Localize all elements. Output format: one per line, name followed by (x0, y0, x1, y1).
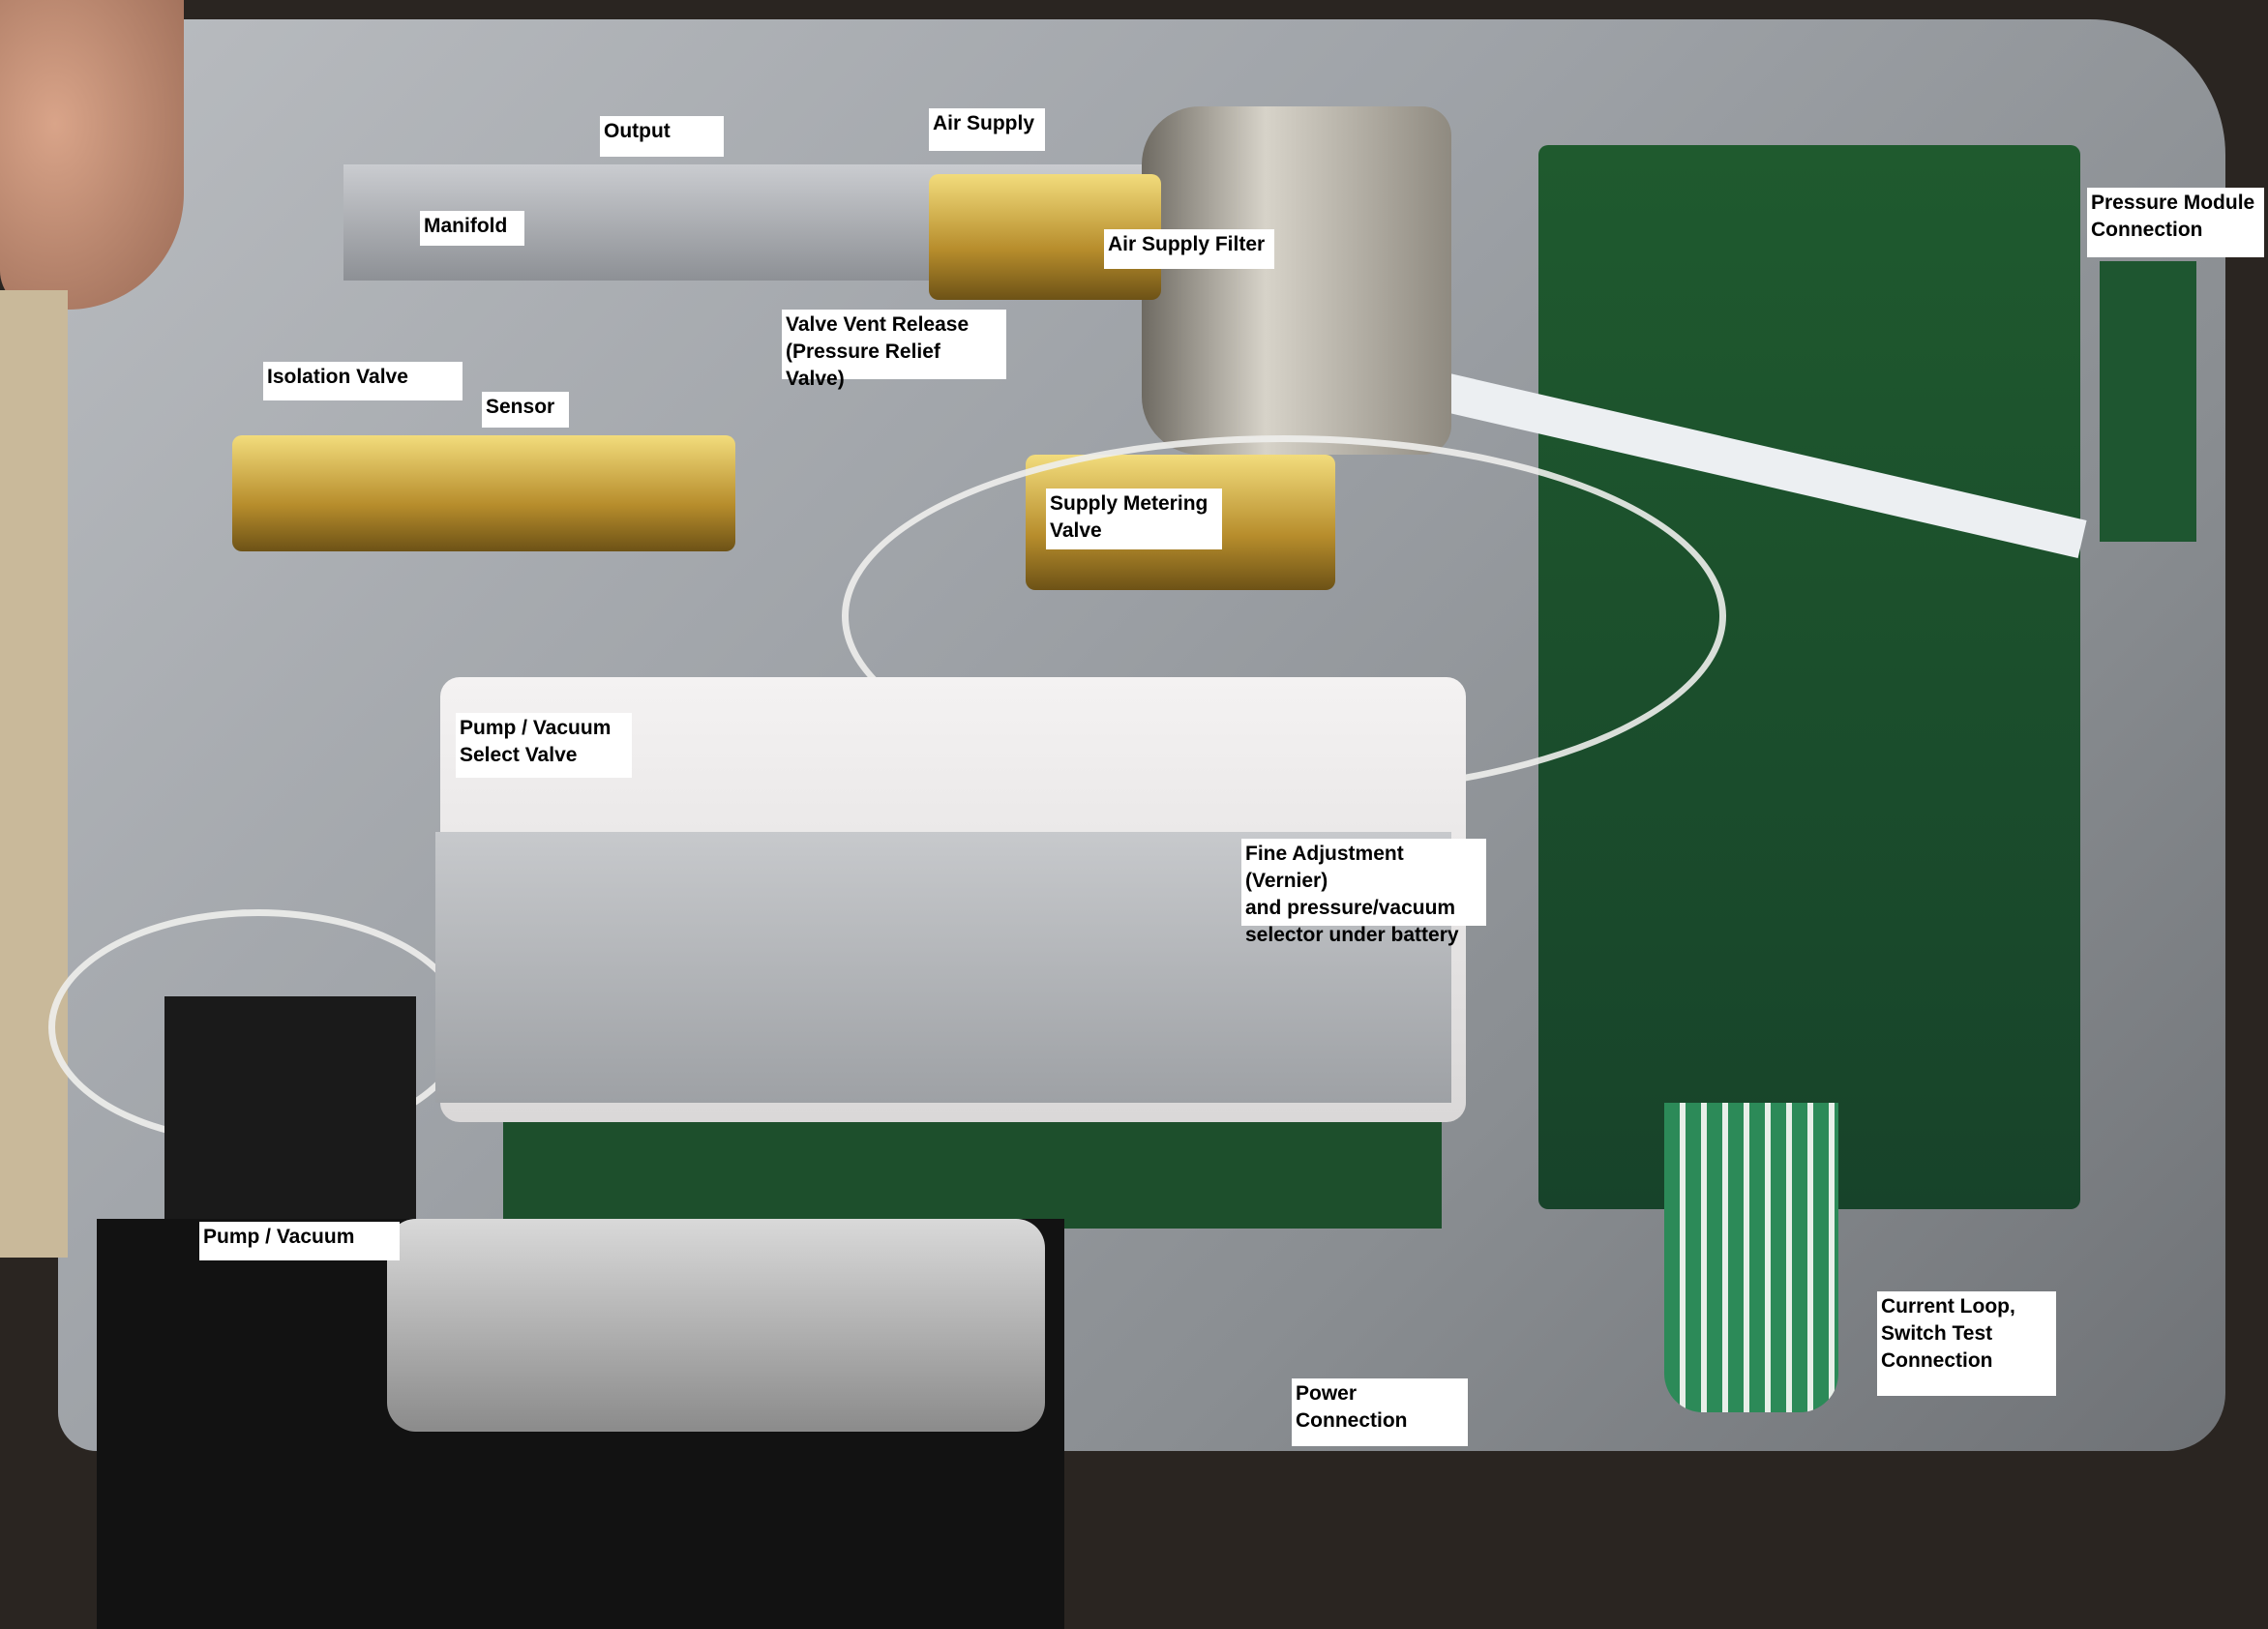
label-air-supply: Air Supply (929, 108, 1045, 151)
label-manifold: Manifold (420, 211, 524, 246)
label-pressure-module-connection: Pressure Module Connection (2087, 188, 2264, 257)
pressure-module-board (2100, 261, 2196, 542)
label-current-loop: Current Loop, Switch Test Connection (1877, 1291, 2056, 1396)
label-pump-vacuum-select-valve: Pump / Vacuum Select Valve (456, 713, 632, 778)
label-air-supply-filter: Air Supply Filter (1104, 229, 1274, 269)
ribbon-connector (1664, 1103, 1838, 1412)
label-pump-vacuum: Pump / Vacuum (199, 1222, 400, 1260)
label-isolation-valve: Isolation Valve (263, 362, 463, 400)
air-filter-canister (1142, 106, 1451, 455)
background-left (0, 290, 68, 1258)
pump-motor (387, 1219, 1045, 1432)
hand (0, 0, 184, 310)
isolation-valve-body (232, 435, 735, 551)
label-valve-vent-release: Valve Vent Release (Pressure Relief Valv… (782, 310, 1006, 390)
label-output: Output (600, 116, 724, 157)
label-power-connection: Power Connection (1292, 1378, 1468, 1446)
label-sensor: Sensor (482, 392, 569, 428)
lower-circuit-board (503, 1112, 1442, 1229)
label-fine-adjustment: Fine Adjustment (Vernier) and pressure/v… (1241, 839, 1486, 946)
label-supply-metering-valve: Supply Metering Valve (1046, 489, 1222, 549)
